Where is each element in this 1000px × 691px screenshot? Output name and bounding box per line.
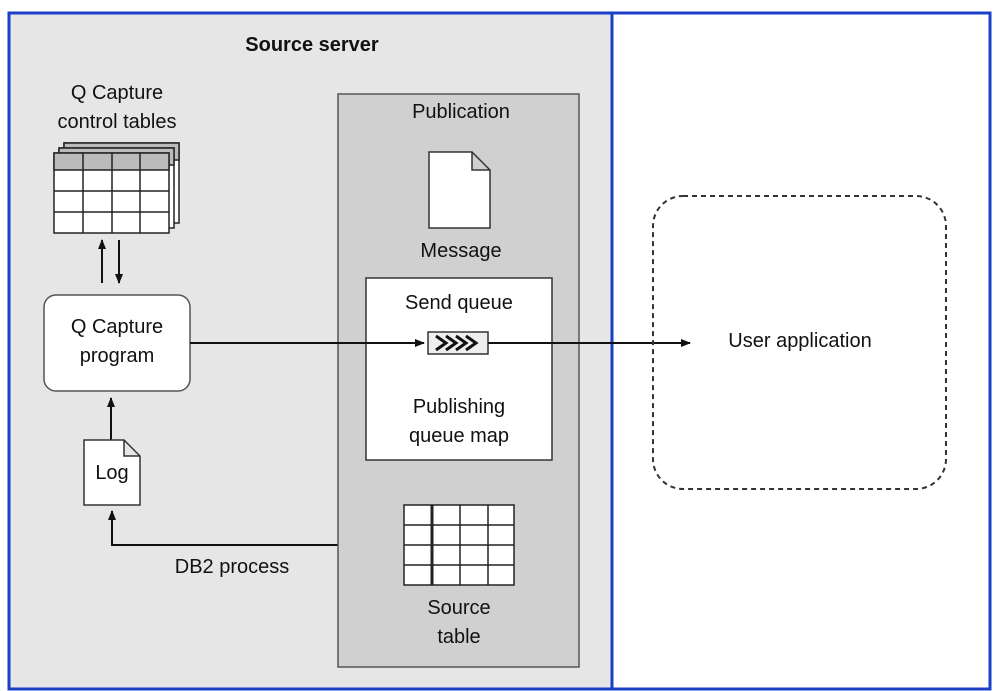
capture-program-label-line1: Q Capture: [71, 316, 163, 338]
log-document-icon: [83, 439, 141, 506]
queue-map-label-line1: Publishing: [413, 396, 505, 418]
log-label: Log: [95, 462, 128, 484]
source-server-title: Source server: [245, 34, 379, 56]
queue-map-label-line2: queue map: [409, 425, 509, 447]
send-queue-icon: [427, 331, 489, 355]
queue-map-box: [365, 277, 553, 461]
source-table-label-line1: Source: [427, 597, 490, 619]
control-tables-label-line2: control tables: [58, 111, 177, 133]
publication-title: Publication: [412, 101, 510, 123]
user-application-label: User application: [728, 330, 871, 352]
target-panel: [610, 11, 992, 691]
capture-program-box: [43, 294, 191, 392]
source-table-icon: [403, 504, 515, 586]
db2-process-arrow: [108, 510, 404, 546]
message-label: Message: [420, 240, 501, 262]
db2-process-label: DB2 process: [175, 556, 290, 578]
message-document-icon: [428, 151, 491, 229]
control-tables-icon: [53, 142, 180, 234]
capture-program-label-line2: program: [80, 345, 154, 367]
source-table-label-line2: table: [437, 626, 480, 648]
user-application-box: [652, 195, 947, 490]
control-tables-label-line1: Q Capture: [71, 82, 163, 104]
send-queue-label: Send queue: [405, 292, 513, 314]
